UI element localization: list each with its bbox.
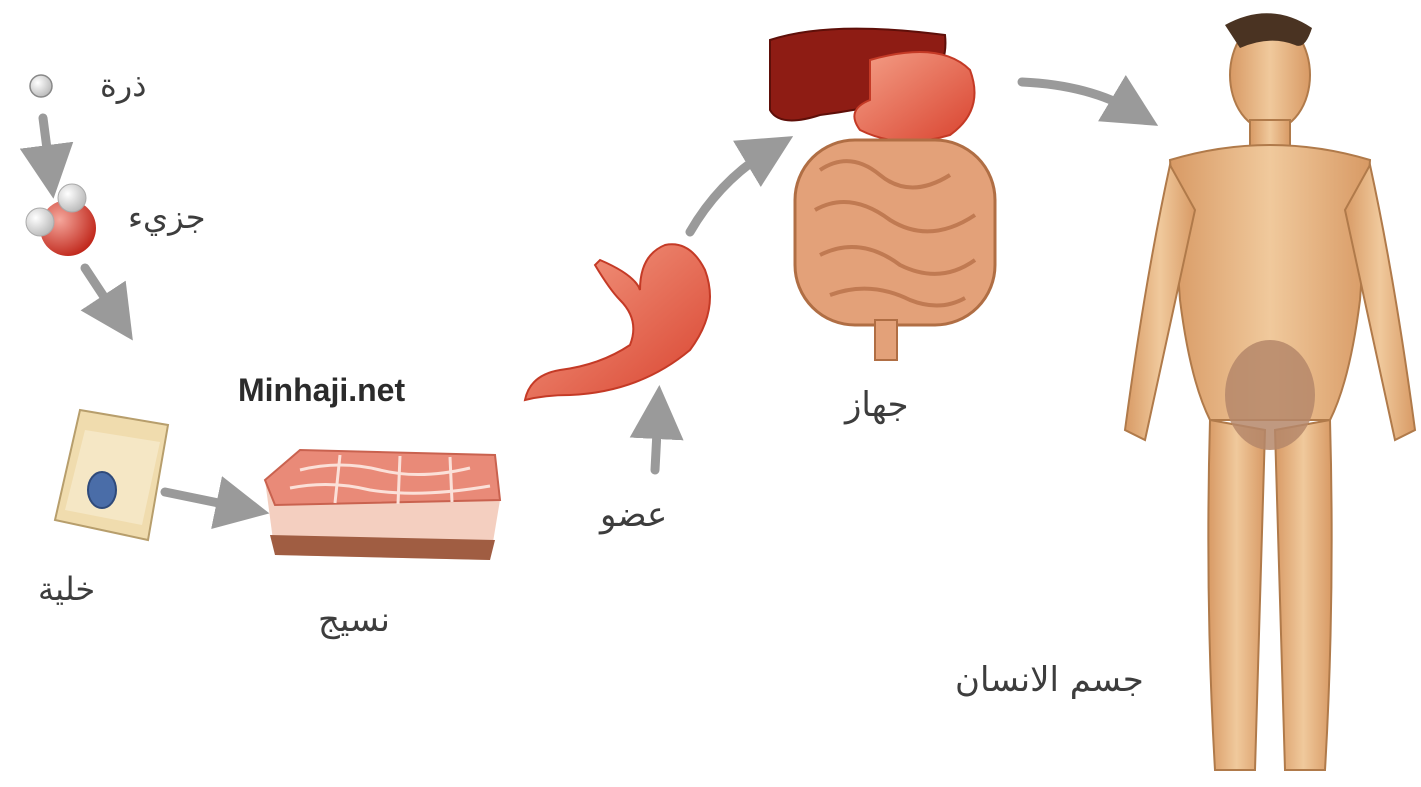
- atom-icon: [30, 75, 52, 97]
- organ-label: عضو: [600, 495, 667, 535]
- watermark-text: Minhaji.net: [238, 372, 405, 409]
- arrow-atom-to-molecule: [43, 118, 50, 172]
- arrow-system-to-body: [1022, 82, 1135, 112]
- tissue-label: نسيج: [318, 600, 390, 640]
- digestive-system-icon: [770, 29, 995, 360]
- cell-icon: [55, 410, 168, 540]
- cell-label: خلية: [38, 570, 95, 608]
- molecule-icon: [26, 184, 96, 256]
- human-body-label: جسم الانسان: [955, 660, 1144, 700]
- atom-label: ذرة: [100, 66, 146, 104]
- system-label: جهاز: [845, 385, 908, 425]
- arrow-molecule-to-cell: [85, 268, 118, 318]
- stomach-organ-icon: [525, 244, 710, 400]
- molecule-label: جزيء: [128, 198, 206, 236]
- arrow-cell-to-tissue: [165, 492, 243, 508]
- human-body-icon: [1125, 13, 1415, 770]
- tissue-icon: [265, 450, 500, 560]
- arrow-organ-to-system: [690, 150, 770, 232]
- arrow-tissue-label-to-organ: [655, 412, 658, 470]
